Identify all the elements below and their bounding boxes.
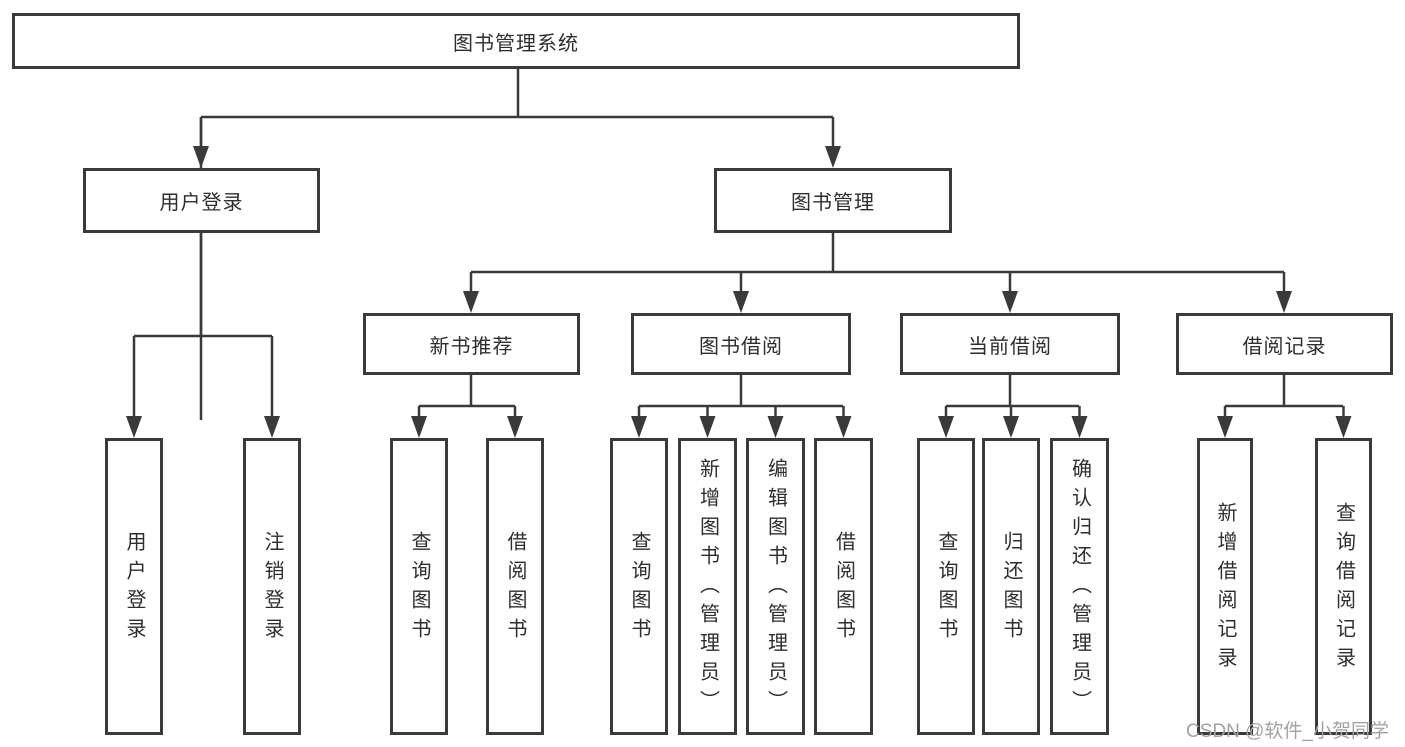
node-query-books-recommend: 查询图书: [390, 438, 448, 735]
watermark: CSDN @软件_小贺同学: [1186, 721, 1389, 742]
connector-newbookrec-to-children: [417, 375, 517, 418]
node-library-management-system: 图书管理系统: [12, 13, 1020, 69]
node-new-book-recommend: 新书推荐: [363, 313, 580, 375]
node-logout: 注销登录: [243, 438, 301, 735]
node-user-login: 用户登录: [83, 168, 320, 233]
node-query-borrow-record: 查询借阅记录: [1315, 438, 1372, 735]
node-return-books: 归还图书: [982, 438, 1040, 735]
connector-bookborrow-to-children: [637, 375, 845, 418]
node-borrow-records: 借阅记录: [1176, 313, 1393, 375]
node-user-login-leaf: 用户登录: [105, 438, 163, 735]
node-borrow-books-recommend: 借阅图书: [486, 438, 544, 735]
node-confirm-return-admin: 确认归还（管理员）: [1050, 438, 1109, 735]
node-book-management: 图书管理: [714, 168, 952, 233]
connector-bookmgmt-to-level3: [469, 233, 1286, 293]
node-query-books-borrowing: 查询图书: [610, 438, 668, 735]
connector-userlogin-to-children: [132, 233, 274, 418]
connector-currentborrow-to-children: [944, 375, 1081, 418]
node-book-borrowing: 图书借阅: [631, 313, 851, 375]
node-add-borrow-record: 新增借阅记录: [1197, 438, 1253, 735]
node-add-books-admin: 新增图书（管理员）: [678, 438, 737, 735]
connector-borrowrecords-to-children: [1223, 375, 1345, 418]
node-query-books-current: 查询图书: [917, 438, 975, 735]
node-current-borrowing: 当前借阅: [900, 313, 1120, 375]
node-borrow-books-leaf: 借阅图书: [814, 438, 873, 735]
node-edit-books-admin: 编辑图书（管理员）: [746, 438, 805, 735]
